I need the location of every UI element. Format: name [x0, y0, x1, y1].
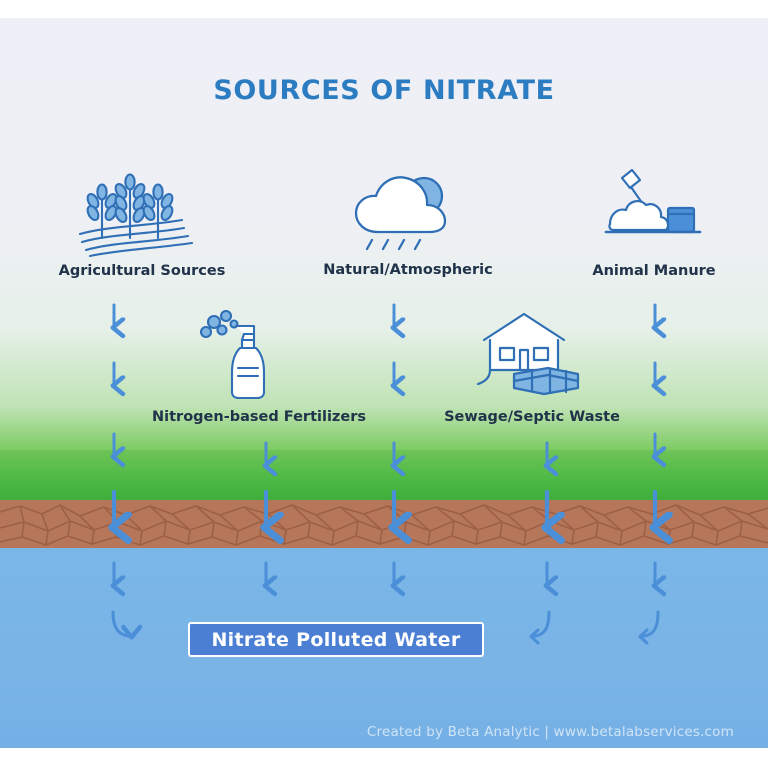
- wheat-field-icon: [78, 168, 196, 263]
- result-banner: Nitrate Polluted Water: [188, 622, 484, 657]
- grass-layer: [0, 450, 768, 500]
- house-septic-icon: [470, 308, 582, 405]
- manure-shovel-icon: [604, 168, 706, 263]
- label-animal-manure: Animal Manure: [592, 263, 716, 279]
- label-natural-atmospheric: Natural/Atmospheric: [323, 262, 493, 278]
- rain-cloud-icon: [350, 170, 466, 263]
- result-banner-label: Nitrate Polluted Water: [211, 628, 461, 651]
- label-sewage-septic-waste: Sewage/Septic Waste: [444, 409, 620, 425]
- label-nitrogen-based-fertilizers: Nitrogen-based Fertilizers: [152, 409, 366, 425]
- page-title: SOURCES OF NITRATE: [213, 75, 555, 106]
- label-agricultural-sources: Agricultural Sources: [58, 263, 226, 279]
- sprayer-bottle-icon: [199, 309, 286, 407]
- footer-credit: Created by Beta Analytic | www.betalabse…: [366, 724, 734, 740]
